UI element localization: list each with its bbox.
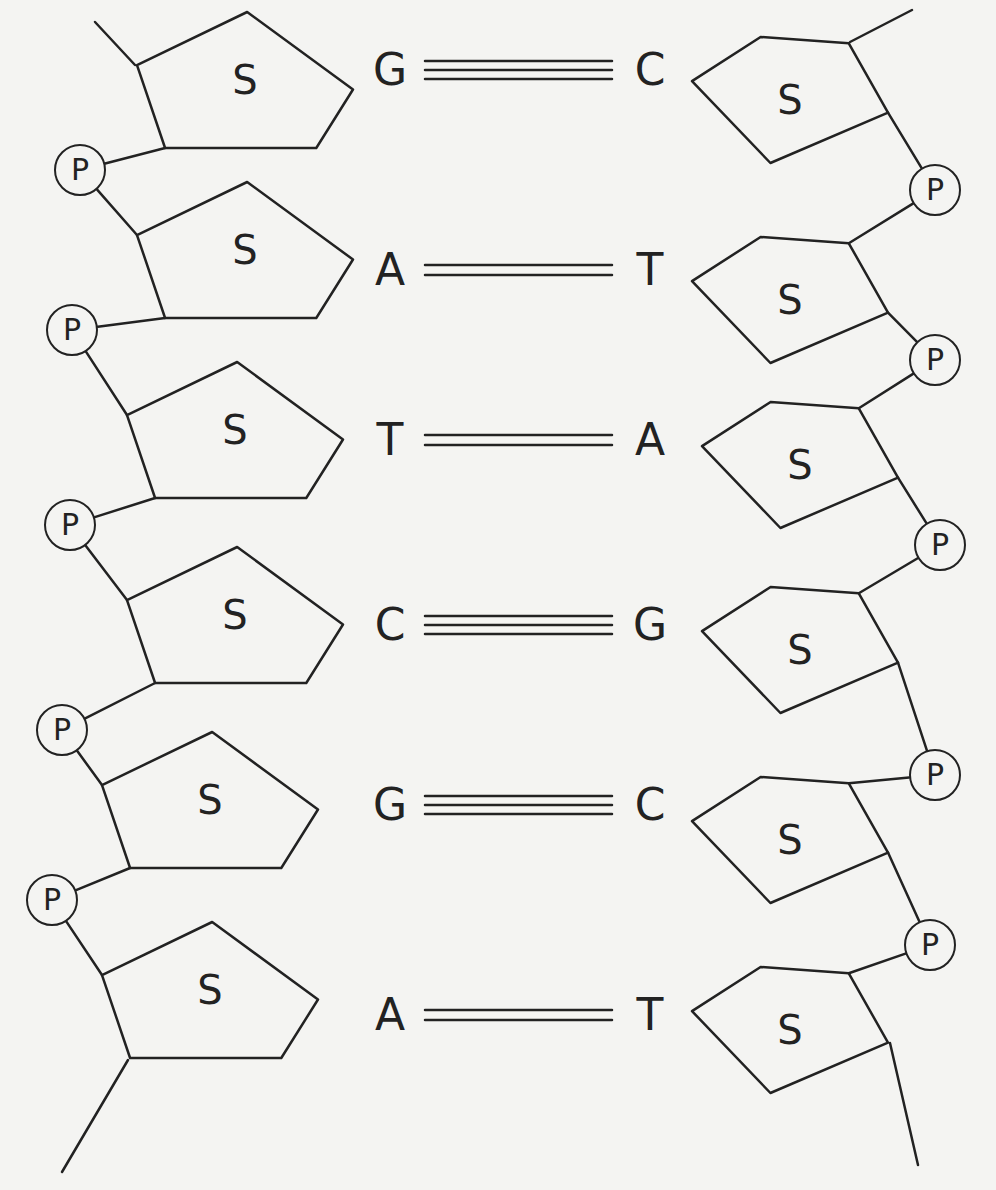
phosphate-circle: P — [54, 144, 106, 196]
sugar-phosphate-bond — [898, 663, 927, 751]
sugar-pentagon: S — [700, 400, 900, 530]
base-letter: T — [637, 993, 664, 1037]
strand-stub — [95, 22, 135, 65]
sugar-phosphate-bond — [849, 954, 906, 974]
phosphate-label: P — [43, 885, 61, 915]
sugar-phosphate-bond — [76, 868, 130, 890]
strand-stub — [850, 10, 912, 42]
sugar-phosphate-bond — [85, 683, 155, 718]
phosphate-label: P — [926, 175, 944, 205]
triple-bond — [425, 61, 612, 79]
phosphate-label: P — [53, 715, 71, 745]
phosphate-circle: P — [914, 519, 966, 571]
phosphate-circle: P — [909, 749, 961, 801]
sugar-pentagon: S — [690, 235, 890, 365]
base-letter: G — [373, 48, 407, 92]
sugar-phosphate-bond — [105, 148, 165, 163]
sugar-pentagon: S — [100, 730, 320, 870]
double-bond — [425, 265, 612, 275]
sugar-label: S — [197, 780, 222, 820]
sugar-label: S — [222, 410, 247, 450]
sugar-phosphate-bond — [95, 498, 155, 517]
sugar-label: S — [222, 595, 247, 635]
double-bond — [425, 1010, 612, 1020]
sugar-pentagon: S — [690, 965, 890, 1095]
double-bond — [425, 435, 612, 445]
sugar-pentagon: S — [100, 920, 320, 1060]
sugar-phosphate-bond — [98, 318, 165, 327]
base-letter: A — [375, 248, 405, 292]
phosphate-label: P — [61, 510, 79, 540]
sugar-phosphate-bond — [888, 313, 917, 342]
triple-bond — [425, 796, 612, 814]
base-letter: C — [375, 603, 406, 647]
sugar-phosphate-bond — [86, 546, 127, 600]
sugar-phosphate-bond — [898, 478, 926, 523]
base-letter: A — [635, 418, 665, 462]
sugar-label: S — [232, 230, 257, 270]
sugar-phosphate-bond — [86, 352, 127, 415]
phosphate-circle: P — [26, 874, 78, 926]
sugar-label: S — [777, 1010, 802, 1050]
base-letter: C — [635, 48, 666, 92]
base-letter: G — [373, 783, 407, 827]
sugar-phosphate-bond — [849, 204, 913, 244]
sugar-pentagon: S — [125, 545, 345, 685]
sugar-pentagon: S — [135, 10, 355, 150]
base-letter: C — [635, 783, 666, 827]
triple-bond — [425, 616, 612, 634]
base-letter: G — [633, 603, 667, 647]
sugar-phosphate-bond — [888, 113, 922, 168]
base-letter: A — [375, 993, 405, 1037]
phosphate-circle: P — [44, 499, 96, 551]
sugar-label: S — [197, 970, 222, 1010]
phosphate-circle: P — [46, 304, 98, 356]
sugar-phosphate-bond — [849, 777, 909, 783]
sugar-pentagon: S — [690, 775, 890, 905]
phosphate-label: P — [921, 930, 939, 960]
sugar-pentagon: S — [125, 360, 345, 500]
sugar-phosphate-bond — [97, 190, 137, 235]
strand-stub — [62, 1060, 128, 1172]
phosphate-circle: P — [909, 164, 961, 216]
sugar-phosphate-bond — [888, 853, 919, 922]
phosphate-label: P — [63, 315, 81, 345]
sugar-label: S — [777, 80, 802, 120]
sugar-label: S — [787, 445, 812, 485]
phosphate-circle: P — [36, 704, 88, 756]
sugar-label: S — [787, 630, 812, 670]
sugar-pentagon: S — [135, 180, 355, 320]
sugar-pentagon: S — [690, 35, 890, 165]
phosphate-circle: P — [909, 334, 961, 386]
sugar-phosphate-bond — [77, 751, 102, 785]
strand-stub — [890, 1043, 918, 1165]
sugar-label: S — [232, 60, 257, 100]
phosphate-label: P — [926, 760, 944, 790]
phosphate-label: P — [931, 530, 949, 560]
sugar-pentagon: S — [700, 585, 900, 715]
sugar-phosphate-bond — [859, 374, 913, 408]
sugar-phosphate-bond — [66, 922, 102, 975]
base-letter: T — [377, 418, 404, 462]
phosphate-circle: P — [904, 919, 956, 971]
phosphate-label: P — [926, 345, 944, 375]
sugar-label: S — [777, 820, 802, 860]
sugar-label: S — [777, 280, 802, 320]
sugar-phosphate-bond — [859, 558, 918, 593]
phosphate-label: P — [71, 155, 89, 185]
base-letter: T — [637, 248, 664, 292]
